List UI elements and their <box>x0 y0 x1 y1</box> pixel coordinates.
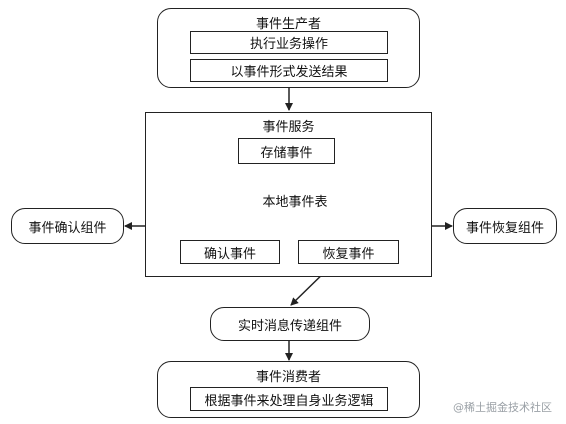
watermark: @稀土掘金技术社区 <box>453 401 552 414</box>
producer-step-send: 以事件形式发送结果 <box>190 59 388 82</box>
event-service-title: 事件服务 <box>262 120 315 135</box>
recover-event-box: 恢复事件 <box>298 240 399 264</box>
realtime-messaging-component: 实时消息传递组件 <box>210 307 370 341</box>
consumer-step-process: 根据事件来处理自身业务逻辑 <box>190 387 388 411</box>
event-recover-component: 事件恢复组件 <box>453 208 557 244</box>
confirm-event-box: 确认事件 <box>180 240 280 264</box>
event-confirm-component: 事件确认组件 <box>11 208 124 244</box>
local-event-table-label: 本地事件表 <box>262 194 328 210</box>
producer-step-execute: 执行业务操作 <box>190 31 388 54</box>
store-event-box: 存储事件 <box>238 138 335 164</box>
event-consumer-title: 事件消费者 <box>255 370 321 385</box>
event-producer-title: 事件生产者 <box>255 17 321 32</box>
